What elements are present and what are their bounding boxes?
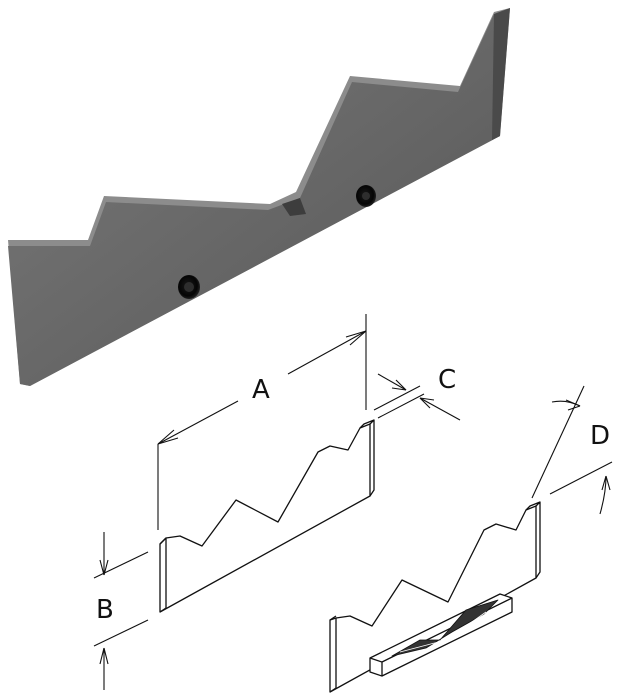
blade-render: [8, 8, 510, 386]
label-a: A: [252, 375, 270, 405]
label-c: C: [438, 365, 456, 395]
label-d: D: [590, 421, 610, 451]
blade-line-drawing: [159, 419, 375, 613]
blade-holder-drawing: [329, 501, 541, 693]
dimension-a: [157, 314, 367, 530]
dimension-d: [531, 385, 613, 515]
dimension-b: [93, 532, 149, 690]
label-b: B: [96, 595, 114, 625]
blade-side-edge: [492, 8, 510, 140]
dimension-c: [373, 373, 461, 421]
blade-face: [8, 14, 500, 386]
blade-groove-shadow: [282, 198, 306, 216]
